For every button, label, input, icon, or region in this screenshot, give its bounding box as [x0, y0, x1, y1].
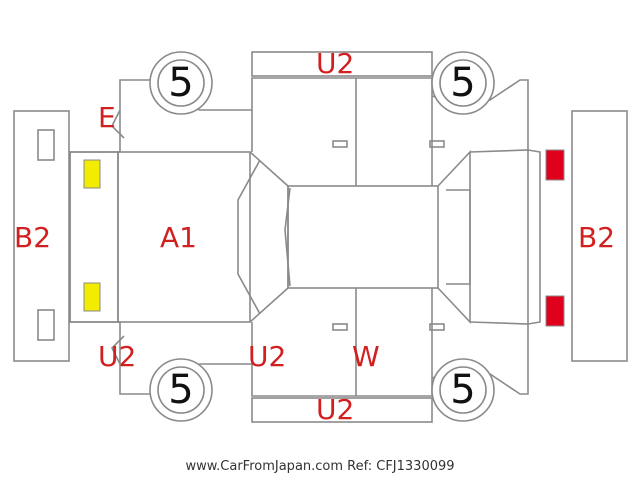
- damage-label-rear-left-door: W: [352, 340, 380, 373]
- windshield-glass: [237, 159, 261, 315]
- mirror-top: [111, 109, 125, 139]
- door-handle-bottom-rear: [429, 323, 445, 331]
- damage-label-rear-bumper: B2: [578, 221, 616, 254]
- tire-rating-rear-right: 5: [450, 367, 476, 413]
- front-grille-area: [69, 151, 119, 323]
- taillight-bottom: [545, 295, 565, 327]
- windshield-frame: [249, 151, 289, 323]
- headlight-bottom: [83, 282, 101, 312]
- damage-label-front-bumper: B2: [14, 221, 52, 254]
- front-bumper-slot-top: [37, 129, 55, 161]
- door-handle-top-rear: [429, 140, 445, 148]
- rear-glass: [437, 149, 471, 325]
- taillight-top: [545, 149, 565, 181]
- lower-strip-bottom: [251, 397, 433, 423]
- damage-label-front-left-door: U2: [248, 340, 287, 373]
- wheel-rear-right-inner: [439, 366, 487, 414]
- roof-panel: [287, 185, 439, 289]
- tire-rating-front-right: 5: [168, 367, 194, 413]
- damage-label-hood: A1: [160, 221, 197, 254]
- damage-label-lower-strip: U2: [316, 393, 355, 426]
- damage-label-front-left-fender: U2: [98, 340, 137, 373]
- wheel-rear-left-inner: [439, 59, 487, 107]
- tire-rating-rear-left: 5: [450, 60, 476, 106]
- rear-bumper-panel: [571, 110, 628, 362]
- door-handle-top-front: [332, 140, 348, 148]
- wheel-front-left-inner: [157, 59, 205, 107]
- front-bumper-slot-bottom: [37, 309, 55, 341]
- front-bumper-panel: [13, 110, 70, 362]
- mirror-bottom: [111, 335, 125, 365]
- damage-label-front-top: E: [98, 101, 116, 134]
- damage-label-roof-strip: U2: [316, 47, 355, 80]
- trunk-panel: [469, 149, 529, 325]
- wheel-front-right-inner: [157, 366, 205, 414]
- roof-inner-line: [284, 187, 291, 287]
- roof-strip-top: [251, 51, 433, 77]
- reference-footer: www.CarFromJapan.com Ref: CFJ1330099: [185, 459, 455, 474]
- door-handle-bottom-front: [332, 323, 348, 331]
- headlight-top: [83, 159, 101, 189]
- tire-rating-front-left: 5: [168, 60, 194, 106]
- rear-glass-inner: [446, 189, 471, 285]
